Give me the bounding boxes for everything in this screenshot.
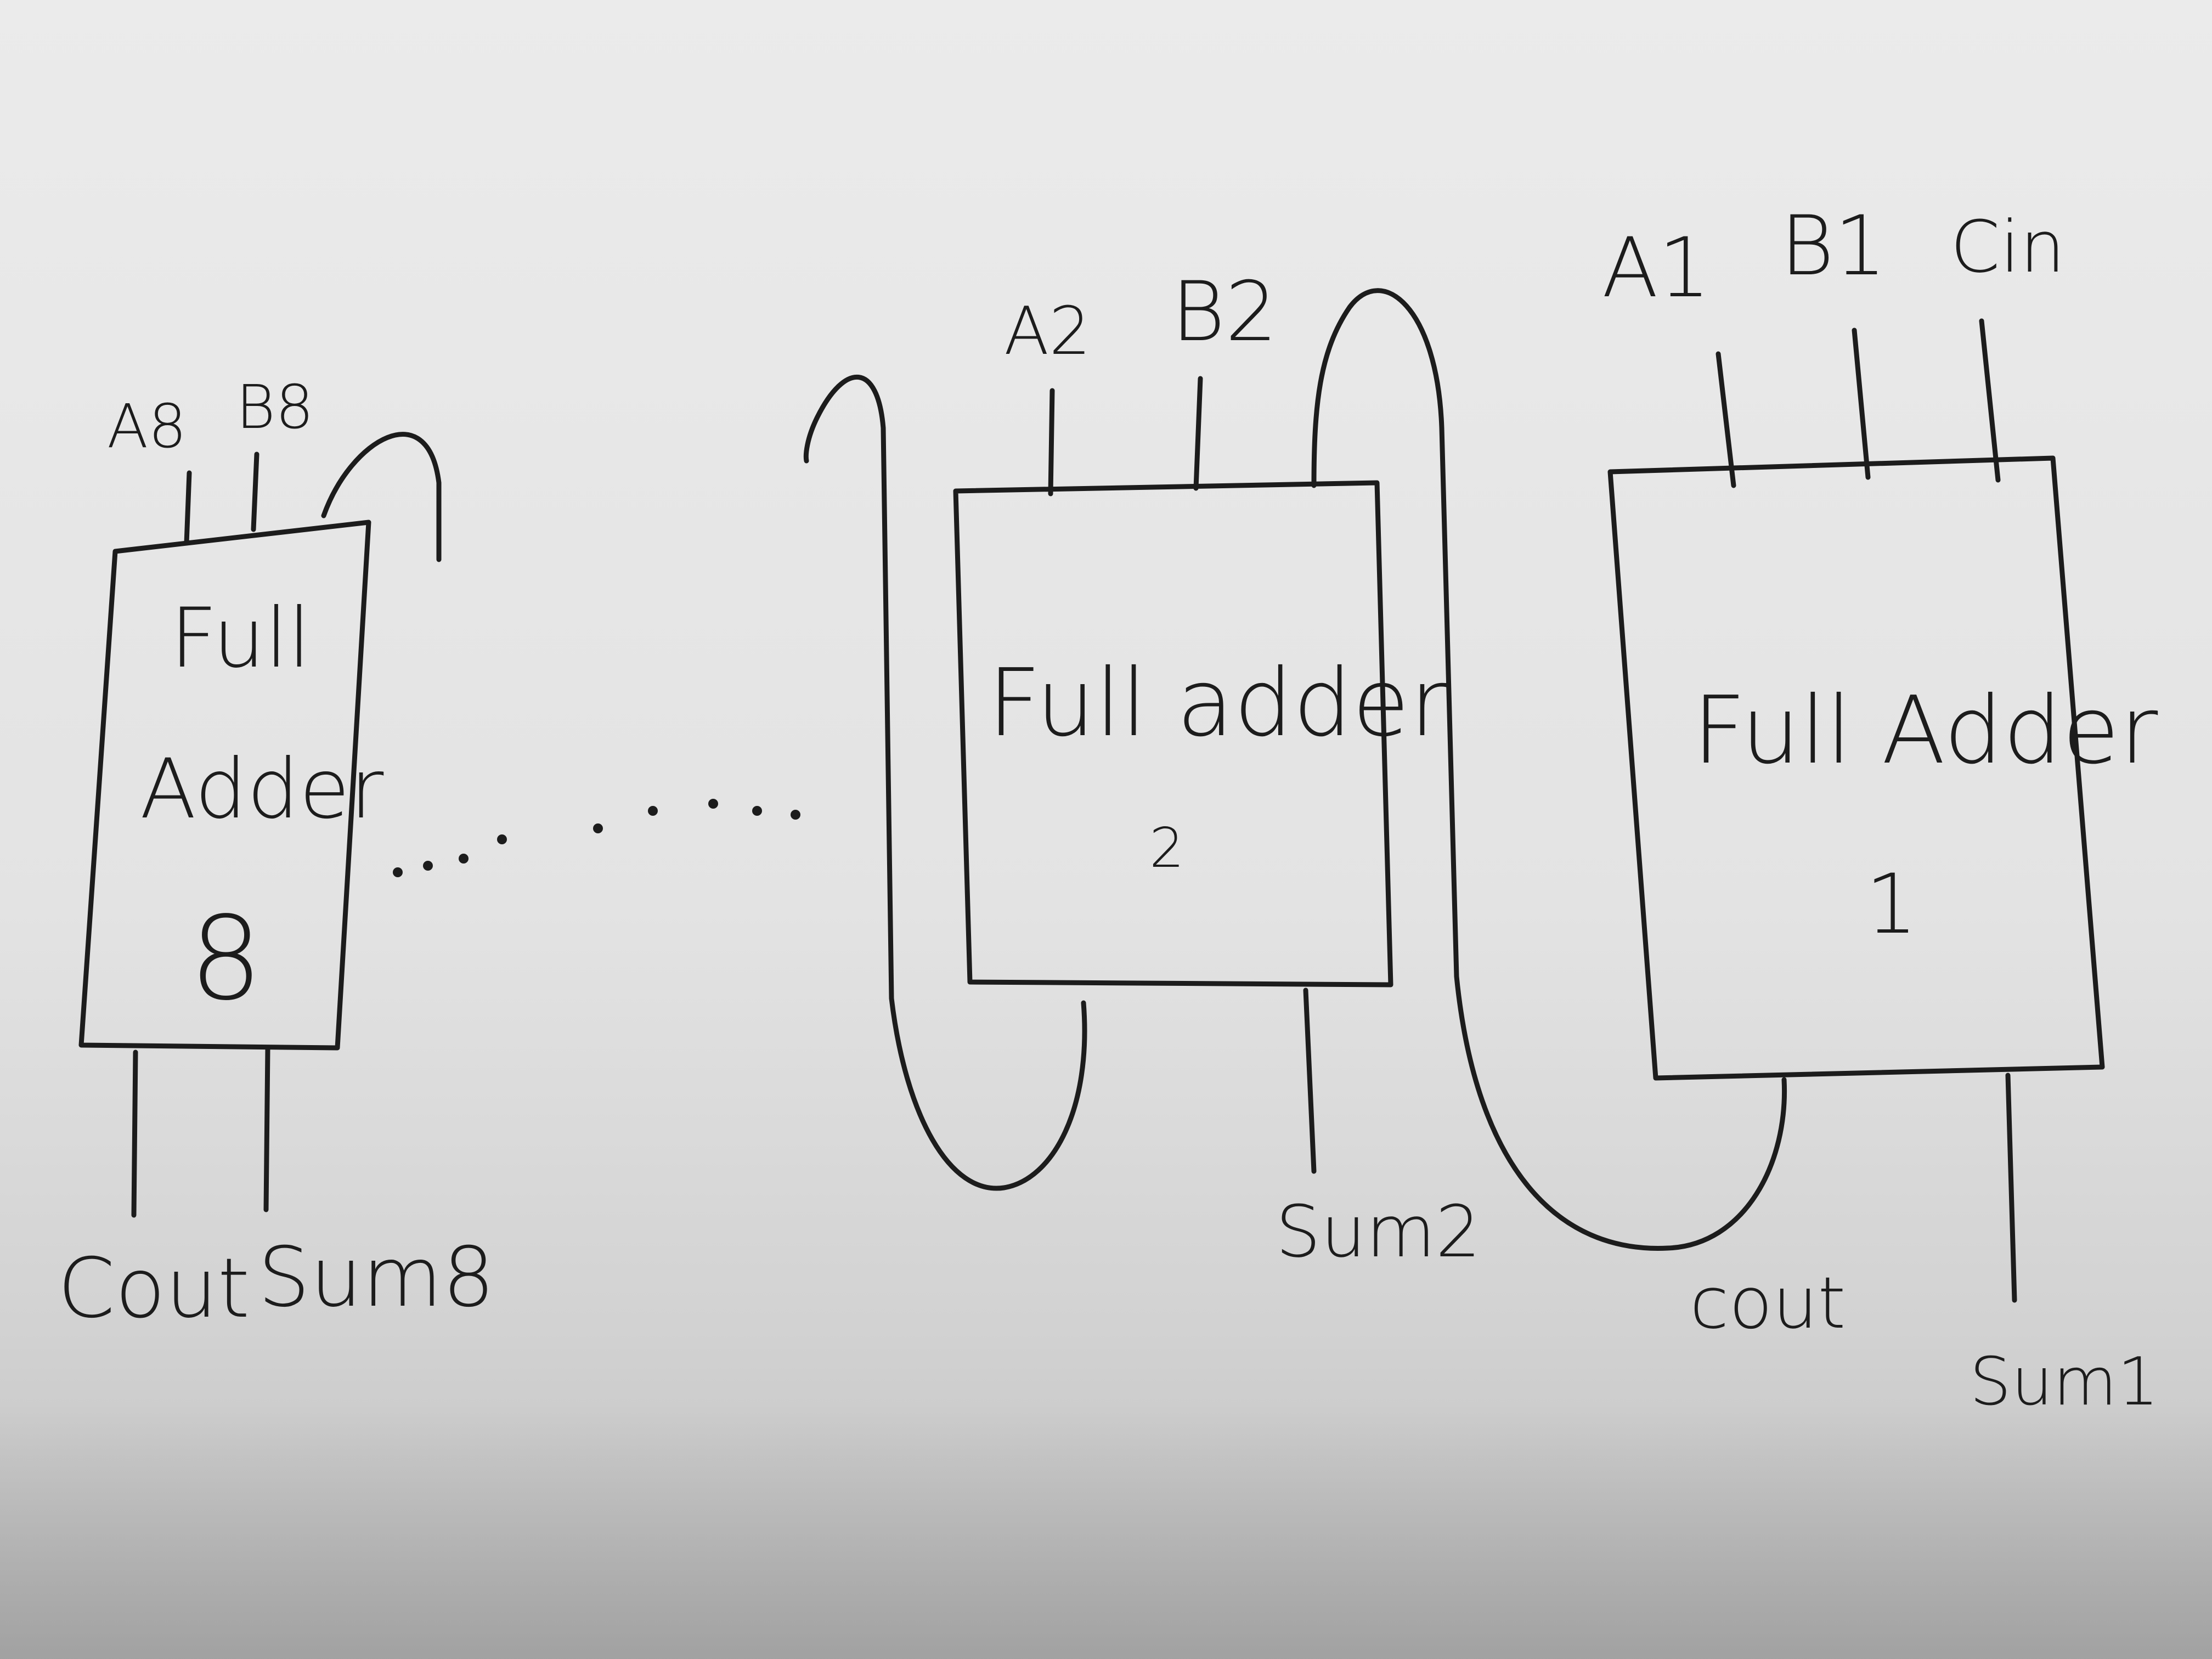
carry-wire-2-to-3 (803, 375, 1087, 1191)
adder-1-name-line-1: Full Adder (1692, 676, 2158, 785)
dot (393, 867, 403, 877)
b2-label: B2 (1171, 264, 1278, 360)
dot (648, 806, 658, 816)
b2-input-wire (1193, 376, 1203, 491)
adder-2-name-line-1: Full adder (988, 649, 1448, 758)
a8-input-wire (184, 470, 192, 546)
b1-input-wire (1852, 328, 1871, 480)
cout-1-label: cout (1690, 1261, 1846, 1345)
a2-label: A2 (1004, 294, 1091, 370)
b8-label: B8 (236, 372, 314, 442)
adder-1-name-line-2: 1 (1865, 857, 1917, 952)
adder-8-name-line-3: 8 (189, 891, 263, 1026)
sum1-output-wire (2005, 1073, 2017, 1303)
cout-8-output-wire (131, 1049, 138, 1218)
sum8-output-wire (263, 1046, 270, 1212)
a8-label: A8 (107, 391, 187, 461)
full-adder-2-box (953, 480, 1393, 988)
dot (791, 810, 800, 820)
cin-label: Cin (1950, 205, 2065, 289)
dot (708, 799, 718, 809)
full-adder-1-box (1607, 455, 2105, 1081)
carry-in-wire-8 (321, 432, 442, 562)
paper-shadow (0, 1404, 2212, 1659)
adder-8-name-line-1: Full (170, 591, 311, 686)
adder-2-name-line-2: 2 (1149, 816, 1184, 880)
b1-label: B1 (1780, 199, 1887, 294)
dot (459, 854, 469, 864)
a1-label: A1 (1602, 221, 1711, 316)
cout-8-label: Cout (58, 1241, 250, 1336)
b8-input-wire (251, 452, 259, 532)
sum8-label: Sum8 (258, 1230, 495, 1325)
a1-input-wire (1716, 351, 1736, 488)
dot (752, 806, 762, 816)
sum2-label: Sum2 (1276, 1190, 1481, 1273)
dot (593, 823, 603, 833)
full-adder-8-box (78, 520, 371, 1051)
adder-8-name-line-2: Adder (140, 742, 384, 837)
full-adder-1: A1 B1 Cin Full Adder 1 cout Sum1 (1311, 199, 2159, 1420)
a2-input-wire (1048, 388, 1055, 496)
dot (497, 834, 507, 844)
full-adder-2: A2 B2 Full adder 2 Sum2 (803, 264, 1481, 1273)
full-adder-8: A8 B8 Full Adder 8 Cout Sum8 (58, 372, 495, 1336)
dot (423, 861, 433, 871)
cin-input-wire (1979, 318, 2001, 483)
carry-wire-1-to-2 (1311, 288, 1787, 1251)
sum2-output-wire (1303, 988, 1317, 1174)
ellipsis-dots (393, 799, 800, 877)
sum1-label: Sum1 (1970, 1344, 2159, 1420)
